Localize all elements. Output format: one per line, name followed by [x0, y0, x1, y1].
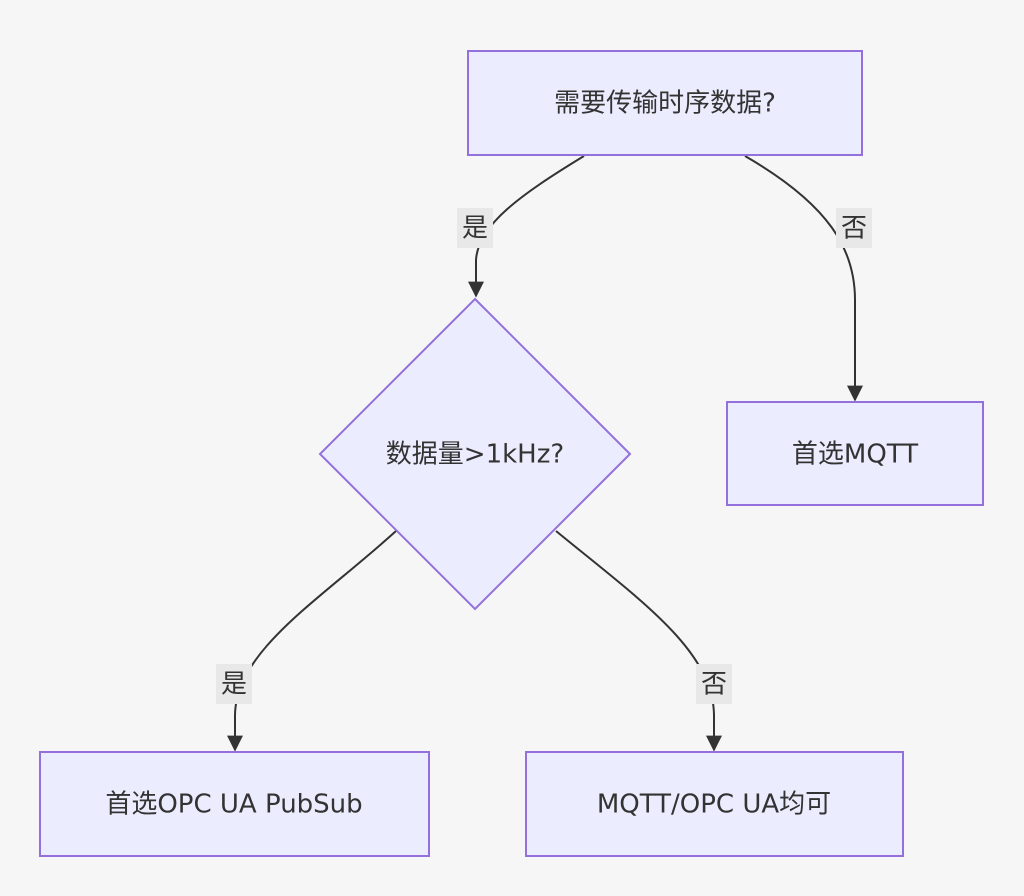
node-prefer-mqtt: 首选MQTT — [726, 401, 984, 506]
edge-label-q1-no-text: 否 — [841, 214, 867, 244]
node-time-series-question: 需要传输时序数据? — [467, 50, 863, 156]
edge-label-q1-no: 否 — [836, 208, 872, 248]
node-time-series-question-text: 需要传输时序数据? — [554, 89, 776, 119]
edge-q2-no — [555, 530, 722, 752]
edge-q1-yes — [468, 155, 585, 298]
edge-label-q1-yes: 是 — [457, 208, 493, 248]
node-prefer-opcua-pubsub: 首选OPC UA PubSub — [39, 751, 430, 857]
edge-label-q2-yes-text: 是 — [221, 670, 247, 700]
edge-label-q2-no: 否 — [696, 664, 732, 704]
node-data-rate-decision: 数据量>1kHz? — [318, 297, 632, 611]
edge-label-q2-yes: 是 — [216, 664, 252, 704]
edge-label-q1-yes-text: 是 — [462, 214, 488, 244]
node-either-protocol: MQTT/OPC UA均可 — [525, 751, 904, 857]
edge-q2-yes — [227, 530, 397, 752]
node-prefer-opcua-pubsub-text: 首选OPC UA PubSub — [105, 790, 362, 820]
node-either-protocol-text: MQTT/OPC UA均可 — [597, 790, 831, 820]
edge-q1-no — [744, 155, 863, 402]
node-prefer-mqtt-text: 首选MQTT — [792, 440, 918, 470]
edge-label-q2-no-text: 否 — [701, 670, 727, 700]
node-data-rate-decision-text: 数据量>1kHz? — [386, 440, 564, 470]
